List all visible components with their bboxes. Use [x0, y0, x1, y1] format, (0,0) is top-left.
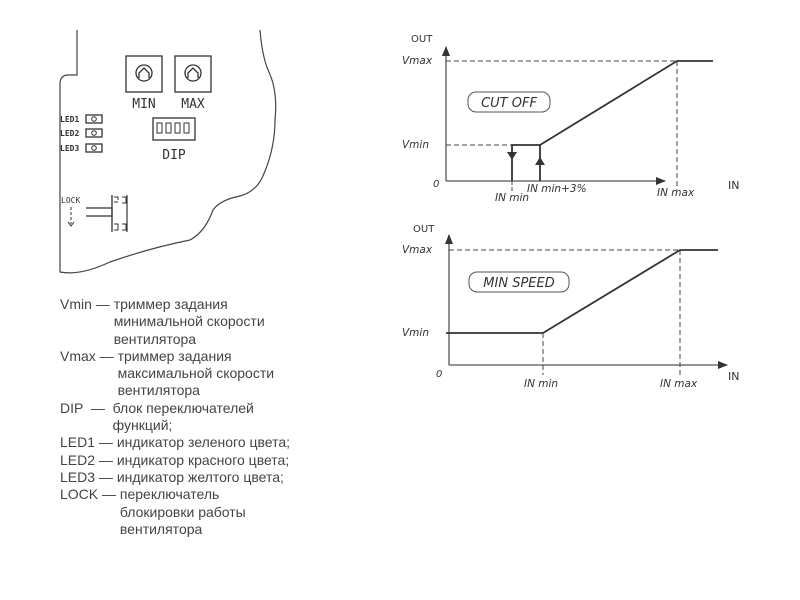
- legend-desc-line: блокировки работы: [119, 503, 246, 520]
- mode-badge: [468, 271, 570, 293]
- lock-label: LOCK: [61, 196, 80, 205]
- min-trimmer[interactable]: [125, 55, 163, 93]
- controller-board: MIN MAX DIP LED1 LED2 LED3: [59, 29, 277, 274]
- lock-arrow-icon: [67, 207, 75, 227]
- min-speed-graph: OUT IN 0 Vmax Vmin MIN SPEED IN min IN m…: [402, 224, 739, 390]
- legend-desc-line: вентилятора: [113, 330, 197, 347]
- led1-indicator: [85, 114, 103, 124]
- led1-label: LED1: [60, 115, 79, 124]
- legend-desc-line: индикатор зеленого цвета;: [116, 434, 291, 451]
- legend-item-led1: LED1 — индикатор зеленого цвета;: [60, 434, 290, 451]
- led3-label: LED3: [60, 144, 79, 153]
- legend-key: LED3 —: [60, 468, 117, 485]
- y-axis-label: OUT: [411, 34, 433, 45]
- legend-desc-line: функций;: [112, 417, 173, 434]
- vmin-label: Vmin: [402, 139, 429, 151]
- cut-off-graph: OUT IN 0 Vmax Vmin CUT OFF IN min IN min…: [402, 34, 739, 204]
- trimmer-knob-icon: [184, 64, 202, 82]
- legend-key: Vmin —: [60, 296, 114, 312]
- output-curve: [446, 249, 718, 334]
- legend-desc-line: индикатор красного цвета;: [116, 451, 290, 468]
- mode-badge: [467, 91, 551, 113]
- vmax-label: Vmax: [402, 244, 433, 256]
- legend-desc-line: минимальной скорости: [113, 313, 265, 330]
- dip-switch[interactable]: [152, 117, 196, 141]
- trimmer-knob-icon: [135, 64, 153, 82]
- mode-label: MIN SPEED: [483, 276, 554, 291]
- dip-label: DIP: [162, 148, 186, 163]
- legend-desc-line: триммер задания: [113, 296, 228, 312]
- in-min-label: IN min: [495, 192, 529, 204]
- y-axis-label: OUT: [413, 224, 435, 235]
- legend-desc-line: вентилятора: [119, 520, 203, 537]
- in-max-label: IN max: [657, 187, 695, 199]
- max-trimmer-label: MAX: [181, 97, 205, 112]
- legend-key: DIP —: [60, 399, 113, 416]
- min-trimmer-label: MIN: [132, 97, 155, 112]
- legend-item-led3: LED3 — индикатор желтого цвета;: [60, 469, 290, 486]
- legend-key: LOCK —: [60, 486, 120, 503]
- legend-key: LED2 —: [60, 451, 117, 468]
- x-axis-label: IN: [728, 179, 739, 192]
- led2-indicator: [85, 128, 103, 138]
- max-trimmer[interactable]: [174, 55, 212, 93]
- vmin-label: Vmin: [402, 327, 429, 339]
- legend-desc-line: вентилятора: [117, 382, 200, 399]
- mode-label: CUT OFF: [481, 96, 537, 111]
- lock-switch[interactable]: [86, 195, 128, 232]
- legend-item-led2: LED2 — индикатор красного цвета;: [60, 452, 290, 469]
- led2-label: LED2: [60, 129, 79, 138]
- legend-key: Vmax —: [60, 347, 118, 364]
- origin-label: 0: [436, 369, 442, 380]
- in-min-plus-label: IN min+3%: [527, 183, 587, 195]
- legend-key: LED1 —: [60, 434, 117, 451]
- legend-desc-line: триммер задания: [117, 347, 232, 364]
- led3-indicator: [85, 143, 103, 153]
- legend-desc-line: максимальной скорости: [117, 365, 275, 382]
- board-outline: [59, 29, 277, 274]
- legend-desc-line: переключатель: [119, 486, 220, 503]
- down-arrow-icon: [507, 152, 517, 160]
- in-min-label: IN min: [524, 378, 558, 390]
- origin-label: 0: [433, 179, 439, 190]
- x-axis-label: IN: [728, 370, 739, 383]
- legend-desc-line: индикатор желтого цвета;: [116, 468, 284, 485]
- vmax-label: Vmax: [402, 55, 433, 67]
- up-arrow-icon: [535, 157, 545, 165]
- in-max-label: IN max: [660, 378, 698, 390]
- legend-desc-line: блок переключателей: [112, 399, 254, 416]
